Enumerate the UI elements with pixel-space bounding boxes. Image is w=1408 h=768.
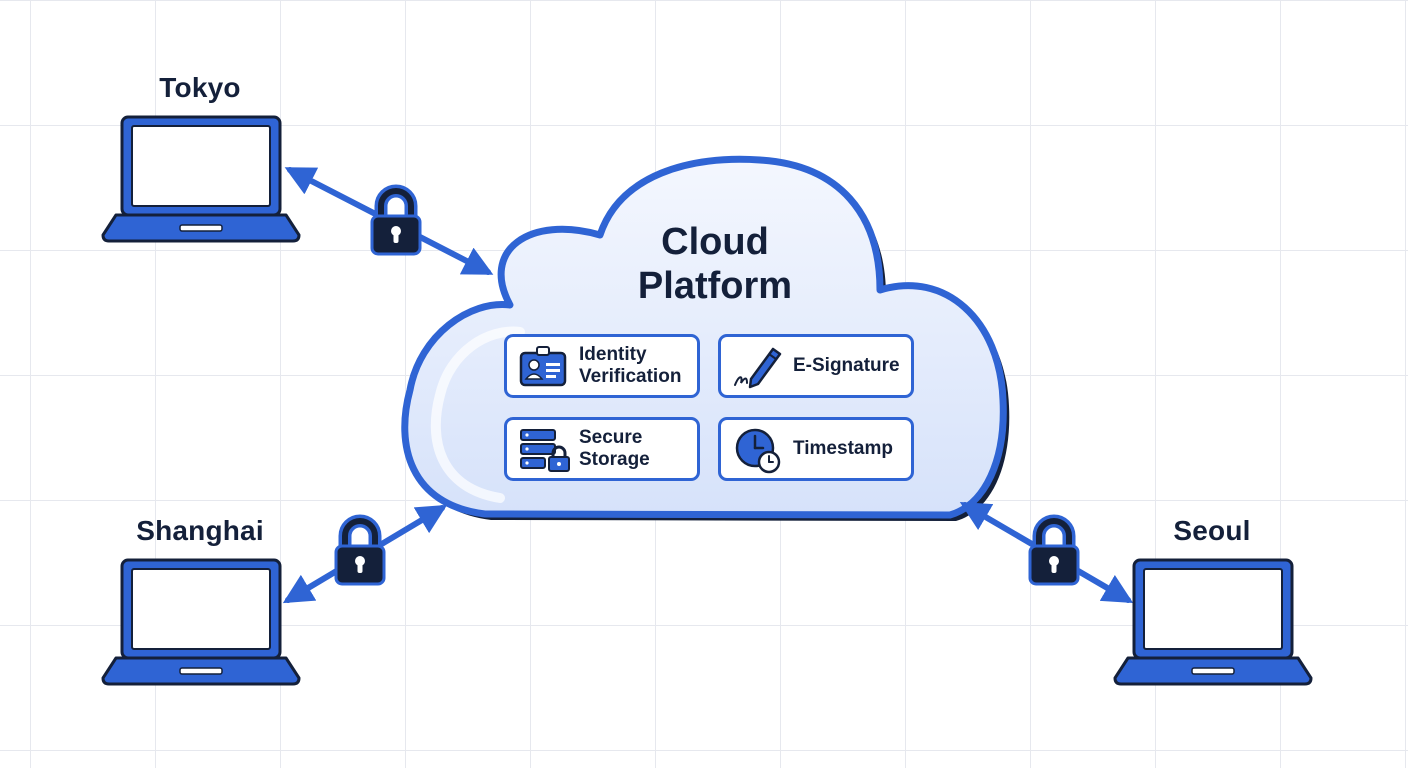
cloud-title-line2: Platform [637, 265, 793, 307]
pen-signature-icon [734, 347, 782, 389]
service-label-line: Identity [579, 344, 647, 365]
service-card-secure-storage: Secure Storage [504, 417, 700, 481]
service-label: Secure Storage [573, 427, 650, 471]
cloud-shape [401, 155, 1010, 522]
service-label: Identity Verification [573, 344, 681, 388]
cloud-title-line1: Cloud [661, 221, 769, 263]
laptop-icon-tokyo [101, 115, 301, 243]
lock-icon [1028, 514, 1080, 586]
service-label-line: Secure [579, 427, 643, 448]
node-label-shanghai: Shanghai [136, 515, 264, 546]
service-label-line: Timestamp [793, 438, 893, 459]
service-label-line: Storage [579, 449, 650, 470]
service-label: E-Signature [787, 355, 900, 377]
node-label-seoul: Seoul [1173, 515, 1251, 546]
service-card-identity-verification: Identity Verification [504, 334, 700, 398]
service-card-timestamp: Timestamp [718, 417, 914, 481]
clock-icon [735, 428, 781, 474]
laptop-icon-seoul [1113, 558, 1313, 686]
id-card-icon [519, 346, 567, 387]
service-label-line: Verification [579, 366, 682, 387]
service-label-line: E-Signature [793, 355, 900, 376]
server-lock-icon [520, 429, 570, 472]
service-label: Timestamp [787, 438, 893, 460]
cloud-title: Cloud Platform [565, 220, 865, 308]
lock-icon [370, 184, 422, 256]
laptop-icon-shanghai [101, 558, 301, 686]
lock-icon [334, 514, 386, 586]
node-label-tokyo: Tokyo [159, 72, 241, 103]
service-card-e-signature: E-Signature [718, 334, 914, 398]
